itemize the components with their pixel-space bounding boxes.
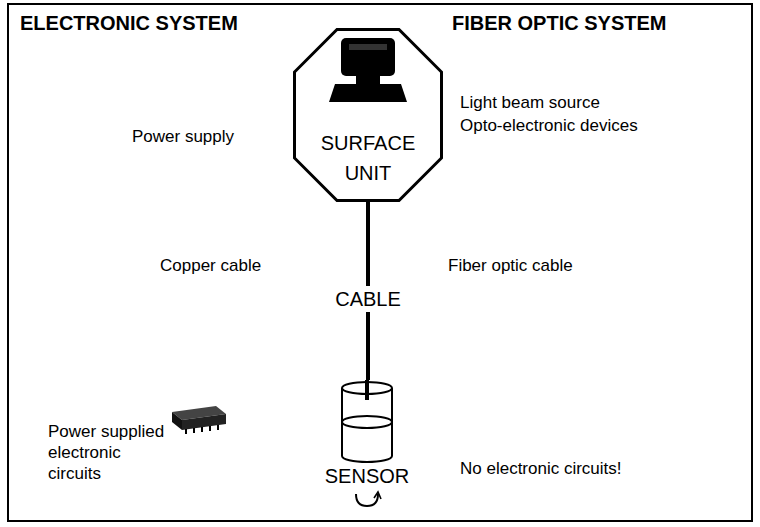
system-heading: ELECTRONIC SYSTEM <box>20 11 238 35</box>
frame-border <box>8 4 752 521</box>
node-title: SURFACE UNIT <box>312 28 424 188</box>
sensor-cylinder: SENSOR <box>317 380 417 488</box>
component-label: Opto-electronic devices <box>460 115 638 136</box>
cylinder-outline <box>317 380 417 464</box>
cable-name: CABLE <box>331 286 405 312</box>
cable-label: Fiber optic cable <box>448 255 573 276</box>
cable-label: Copper cable <box>160 255 261 276</box>
component-label: Power supply <box>132 126 234 147</box>
component-label: Light beam source <box>460 92 600 113</box>
system-heading: FIBER OPTIC SYSTEM <box>452 11 666 35</box>
rotation-arrow <box>356 492 381 506</box>
component-label: Power supplied electronic circuits <box>48 421 173 484</box>
node-title: SENSOR <box>317 464 417 488</box>
chip-icon <box>172 406 226 434</box>
surface-unit-octagon: SURFACE UNIT <box>293 28 443 202</box>
computer-icon <box>293 28 443 128</box>
component-label: No electronic circuits! <box>460 458 622 479</box>
